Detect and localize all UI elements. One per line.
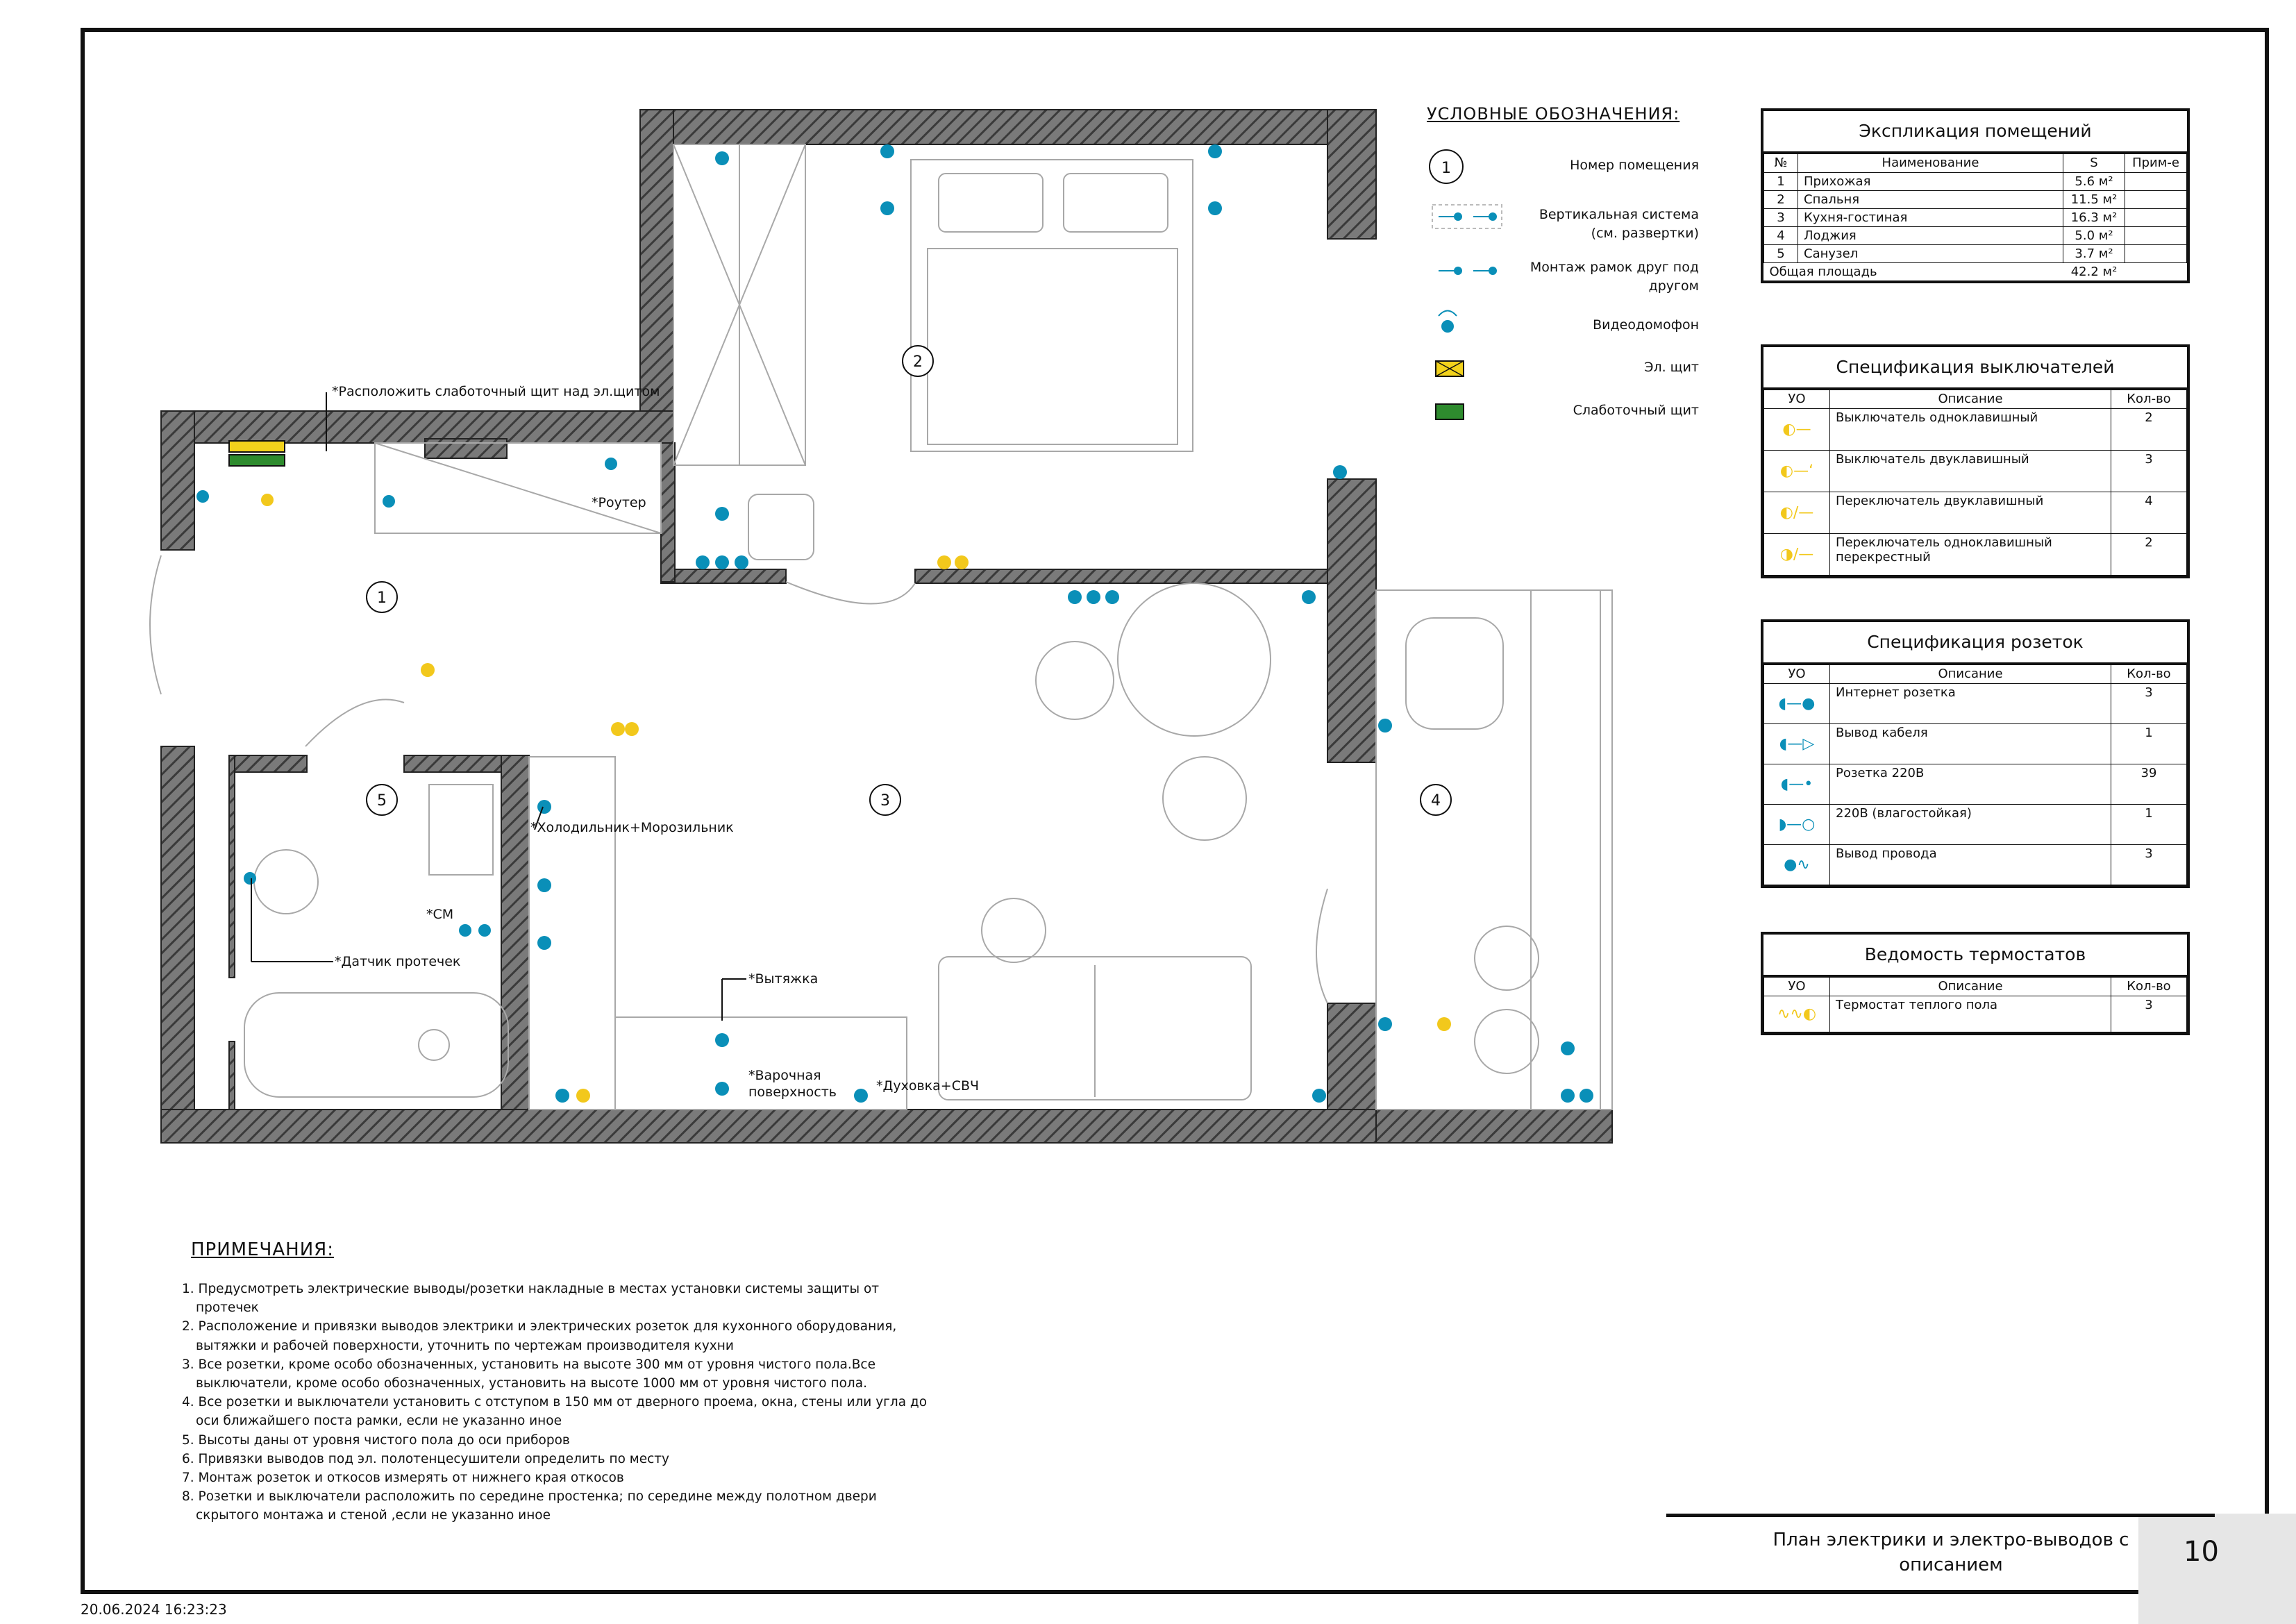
router-label: *Роутер xyxy=(592,495,646,510)
timestamp: 20.06.2024 16:23:23 xyxy=(81,1601,227,1618)
thermostat-table-title: Ведомость термостатов xyxy=(1763,935,2187,977)
table-row: ∿∿◐ Термостат теплого пола 3 xyxy=(1763,996,2187,1032)
table-row: ◖—• Розетка 220В 39 xyxy=(1763,764,2187,805)
washer-label: *СМ xyxy=(426,907,454,922)
rooms-col-note: Прим-е xyxy=(2125,153,2187,173)
table-row: ◖—● Интернет розетка 3 xyxy=(1763,683,2187,724)
legend-electric-panel: Эл. щит xyxy=(1644,360,1699,375)
legend-room-number: Номер помещения xyxy=(1570,158,1699,173)
title-block-line xyxy=(1666,1514,2215,1517)
sheet-number: 10 xyxy=(2184,1536,2219,1568)
leak-sensor-label: *Датчик протечек xyxy=(335,954,461,969)
drawing-frame xyxy=(81,28,2269,1594)
sheet-title: План электрики и электро-выводов с описа… xyxy=(1773,1530,2129,1575)
rooms-table-title: Экспликация помещений xyxy=(1763,111,2187,153)
rooms-total-value: 42.2 м² xyxy=(2070,265,2118,279)
table-row: ◗—○ 220В (влагостойкая) 1 xyxy=(1763,804,2187,845)
rooms-table: Экспликация помещений № Наименование S П… xyxy=(1761,108,2190,283)
socket-220-icon: ◖—• xyxy=(1780,776,1813,793)
socket-symbols xyxy=(196,144,1593,1103)
toggle-double-icon: ◐∕— xyxy=(1779,504,1814,521)
hood-label: *Вытяжка xyxy=(748,971,819,987)
table-row: ◐∕— Переключатель двуклавишный 4 xyxy=(1763,492,2187,534)
legend-title: УСЛОВНЫЕ ОБОЗНАЧЕНИЯ: xyxy=(1427,104,1680,124)
sockets-table-title: Спецификация розеток xyxy=(1763,622,2187,664)
thermostat-table: Ведомость термостатов УО Описание Кол-во… xyxy=(1761,932,2190,1035)
walls xyxy=(160,109,1613,1144)
note-item: 2. Расположение и привязки выводов элект… xyxy=(182,1319,897,1353)
note-item: 7. Монтаж розеток и откосов измерять от … xyxy=(182,1471,624,1486)
thermostat-icon: ∿∿◐ xyxy=(1777,1005,1817,1023)
room-number-2: 2 xyxy=(913,353,923,371)
table-row: ●∿ Вывод провода 3 xyxy=(1763,844,2187,885)
internet-socket-icon: ◖—● xyxy=(1778,695,1816,712)
room-number-1: 1 xyxy=(377,589,387,607)
notes-title: ПРИМЕЧАНИЯ: xyxy=(191,1239,334,1260)
sockets-table: Спецификация розеток УО Описание Кол-во … xyxy=(1761,619,2190,888)
table-row: ◐—‘ Выключатель двуклавишный 3 xyxy=(1763,450,2187,492)
rooms-col-name: Наименование xyxy=(1798,153,2063,173)
furniture xyxy=(149,144,1613,1110)
electric-panel-icon xyxy=(228,440,285,453)
switch-single-icon: ◐— xyxy=(1782,421,1811,438)
lowcurrent-note: *Расположить слаботочный щит над эл.щито… xyxy=(332,384,660,399)
legend-low-current-panel: Слаботочный щит xyxy=(1573,403,1699,418)
rooms-col-area: S xyxy=(2063,153,2125,173)
note-item: 6. Привязки выводов под эл. полотенцесуш… xyxy=(182,1451,669,1466)
legend-intercom: Видеодомофон xyxy=(1593,317,1699,333)
hob-label: *Варочная поверхность xyxy=(748,1068,837,1100)
cable-outlet-icon: ◖—▷ xyxy=(1779,735,1815,753)
low-current-panel-icon xyxy=(228,454,285,467)
note-item: 3. Все розетки, кроме особо обозначенных… xyxy=(182,1357,875,1391)
table-row: ◑∕— Переключатель одноклавишный перекрес… xyxy=(1763,533,2187,576)
switch-double-icon: ◐—‘ xyxy=(1779,462,1814,480)
room-number-5: 5 xyxy=(377,792,387,810)
note-item: 1. Предусмотреть электрические выводы/ро… xyxy=(182,1282,880,1316)
legend-stacked-frames: Монтаж рамок друг под другом xyxy=(1530,260,1699,294)
table-row: ◐— Выключатель одноклавишный 2 xyxy=(1763,408,2187,451)
legend-vertical-system: Вертикальная система (см. развертки) xyxy=(1539,207,1699,241)
switch-symbols xyxy=(261,494,1451,1103)
oven-label: *Духовка+СВЧ xyxy=(876,1078,980,1094)
socket-waterproof-icon: ◗—○ xyxy=(1778,816,1816,833)
toggle-cross-icon: ◑∕— xyxy=(1779,546,1814,563)
room-number-4: 4 xyxy=(1431,792,1441,810)
rooms-total-row: Общая площадь 42.2 м² xyxy=(1764,263,2187,281)
switches-table-title: Спецификация выключателей xyxy=(1763,347,2187,390)
room-number-3: 3 xyxy=(880,792,890,810)
rooms-col-no: № xyxy=(1763,153,1798,173)
table-row: ◖—▷ Вывод кабеля 1 xyxy=(1763,723,2187,764)
note-item: 8. Розетки и выключатели расположить по … xyxy=(182,1489,877,1523)
switches-table: Спецификация выключателей УО Описание Ко… xyxy=(1761,344,2190,578)
legend-room-symbol: 1 xyxy=(1441,160,1451,177)
note-item: 4. Все розетки и выключатели установить … xyxy=(182,1395,928,1429)
wire-outlet-icon: ●∿ xyxy=(1784,856,1810,873)
corner-tab xyxy=(2138,1514,2296,1624)
fridge-label: *Холодильник+Морозильник xyxy=(530,820,734,835)
rooms-total-label: Общая площадь xyxy=(1769,265,1877,279)
note-item: 5. Высоты даны от уровня чистого пола до… xyxy=(182,1432,570,1448)
notes-list: 1. Предусмотреть электрические выводы/ро… xyxy=(182,1280,932,1525)
